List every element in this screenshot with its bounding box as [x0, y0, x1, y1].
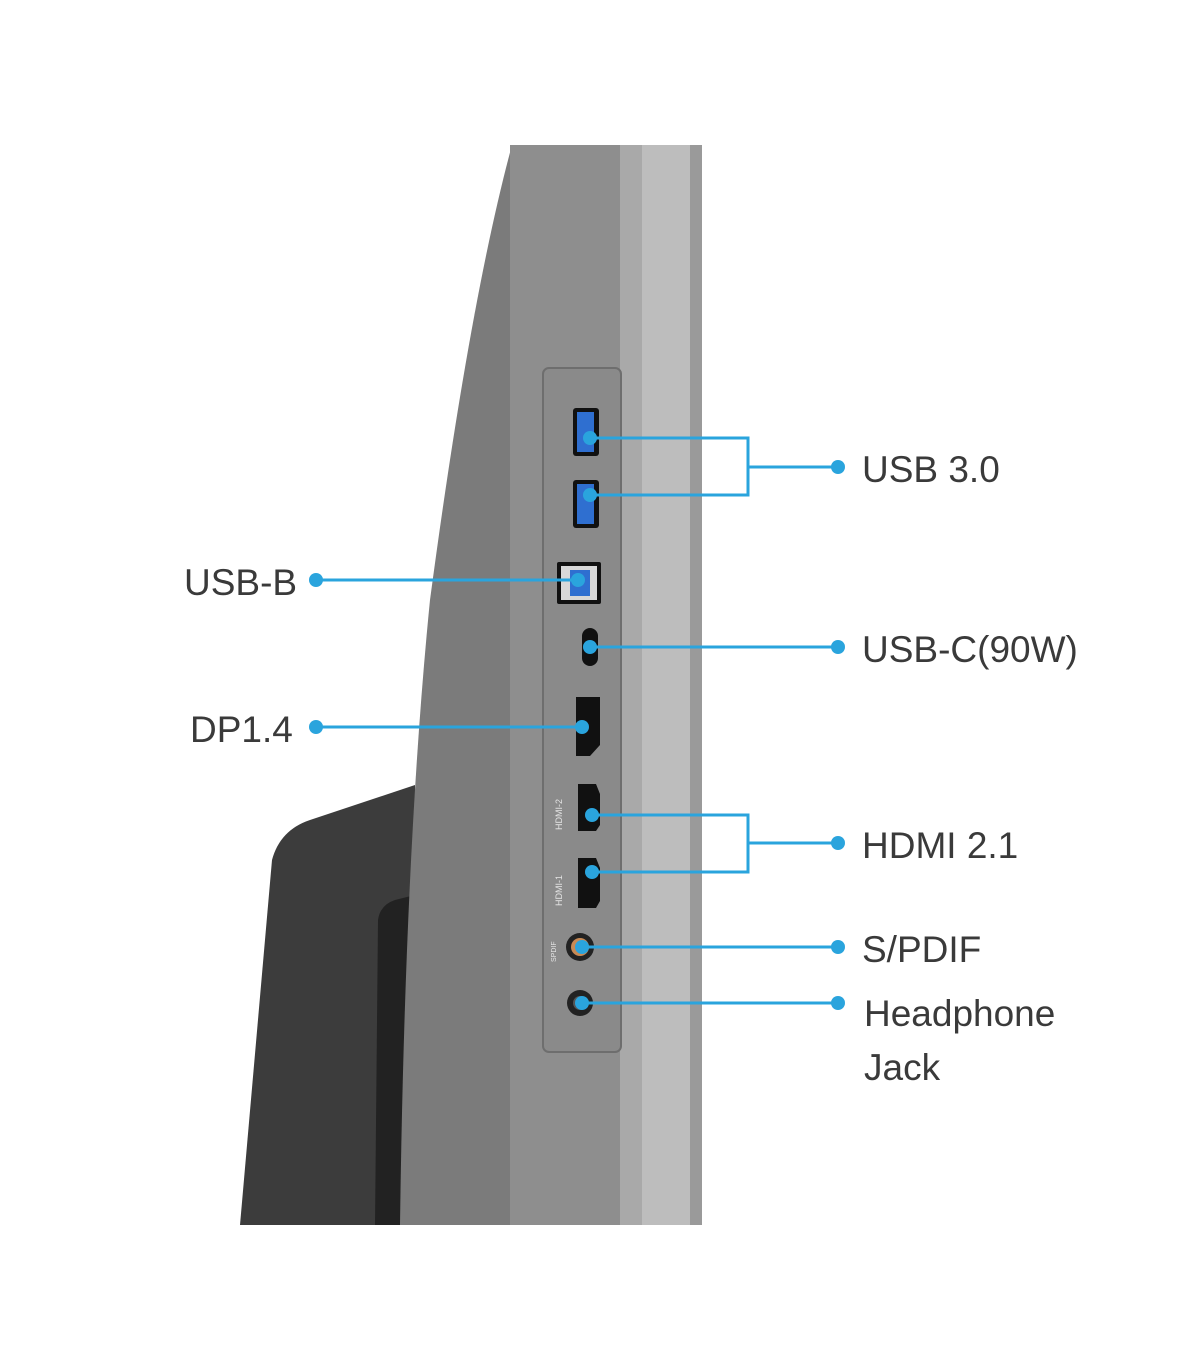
monitor-back [400, 145, 520, 1225]
label-usb-3-0: USB 3.0 [862, 449, 1000, 490]
spdif-marking: SPDIF [551, 941, 558, 962]
label-hdmi: HDMI 2.1 [862, 825, 1019, 866]
usb-a-port-2 [573, 480, 599, 528]
bezel-rim [690, 145, 702, 1225]
label-usb-c: USB-C(90W) [862, 629, 1078, 670]
label-usb-b: USB-B [184, 562, 298, 603]
label-headphone: Headphone Jack [864, 987, 1055, 1094]
callout-lines [316, 436, 838, 1005]
monitor-stand [240, 785, 415, 1225]
hdmi-1-port [578, 858, 600, 908]
label-headphone-line2: Jack [864, 1046, 941, 1088]
label-dp: DP1.4 [190, 709, 293, 750]
bezel-face [642, 145, 690, 1225]
bezel-edge [620, 145, 642, 1225]
usb-a-port-1 [573, 408, 599, 456]
label-spdif: S/PDIF [862, 929, 982, 970]
hdmi-2-marking: HDMI-2 [554, 799, 564, 830]
label-headphone-line1: Headphone [864, 993, 1056, 1034]
callout-dots [309, 431, 845, 1010]
hdmi-2-port [578, 784, 600, 831]
hdmi-1-marking: HDMI-1 [554, 875, 564, 906]
